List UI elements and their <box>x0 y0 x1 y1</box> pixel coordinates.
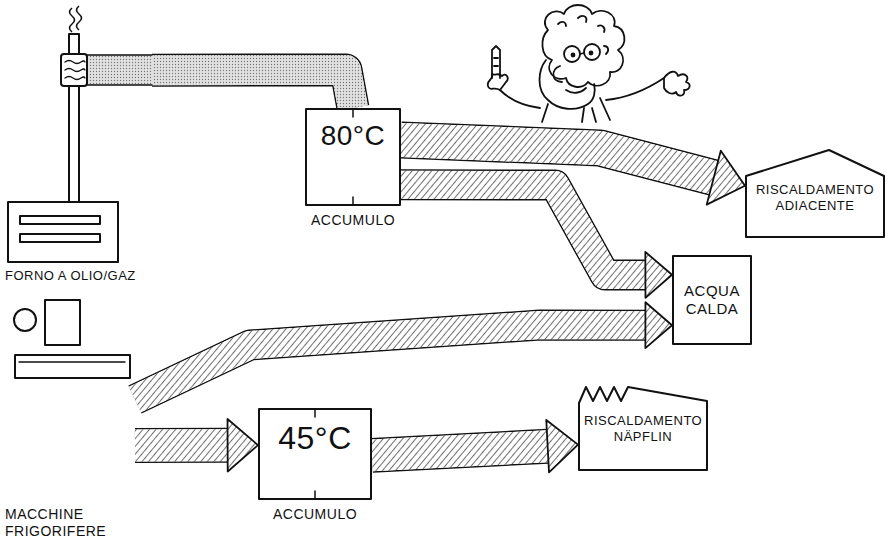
chiller-unit: MACCHINE FRIGORIFERE <box>5 292 135 548</box>
outline-stroke <box>20 234 100 242</box>
outline-stroke <box>15 355 130 378</box>
flow-band <box>372 420 578 472</box>
node-label: 80°C <box>305 108 401 206</box>
outline-stroke <box>259 409 371 499</box>
band-fill <box>372 446 548 455</box>
outline-stroke <box>14 309 36 331</box>
node-label: MACCHINE FRIGORIFERE <box>5 506 110 540</box>
building: RISCALDAMENTO NÄPFLIN <box>578 383 708 471</box>
node-label: ACCUMULO <box>305 212 401 229</box>
storage-tank: 45°C ACCUMULO <box>258 408 372 536</box>
outline-stroke <box>306 109 400 205</box>
band-ground <box>135 429 228 461</box>
outline-stroke <box>65 61 85 80</box>
flow-band <box>135 302 672 399</box>
outline-stroke <box>8 202 118 262</box>
spacer <box>5 292 135 506</box>
heat-exchanger <box>61 54 87 86</box>
band-outline <box>401 185 645 275</box>
node-outline <box>5 28 152 292</box>
furnace-unit: FORNO A OLIO/GAZ <box>5 28 152 292</box>
node-label: RISCALDAMENTO ADIACENTE <box>751 182 879 213</box>
band-ground <box>152 70 353 108</box>
heat-band <box>87 55 152 85</box>
building: RISCALDAMENTO ADIACENTE <box>745 148 885 238</box>
band-outline <box>135 428 228 463</box>
band-fill <box>401 185 645 275</box>
process-box: ACQUA CALDA <box>672 255 752 345</box>
outline-stroke <box>19 361 125 362</box>
node-label: ACCUMULO <box>258 506 372 523</box>
outline-stroke <box>45 300 80 345</box>
flow-band <box>152 70 353 108</box>
node-label: RISCALDAMENTO NÄPFLIN <box>584 413 702 444</box>
node-label: 45°C <box>258 408 372 500</box>
smoke <box>70 6 82 32</box>
outline-stroke <box>579 387 707 470</box>
arrow-head <box>645 302 672 348</box>
flow-band <box>401 185 672 298</box>
band-ground <box>401 185 645 275</box>
cartoon-figure <box>488 5 690 122</box>
band-ground <box>135 325 645 400</box>
flow-band <box>135 419 258 471</box>
arrow-head <box>227 419 258 471</box>
band-ground <box>372 446 548 455</box>
band-outline <box>152 70 353 108</box>
storage-tank: 80°C ACCUMULO <box>305 108 401 236</box>
band-outline <box>372 446 548 455</box>
node-label: ACQUA CALDA <box>678 282 746 318</box>
arrow-head <box>546 420 578 472</box>
spacer <box>5 28 152 268</box>
arrow-head <box>645 252 672 298</box>
outline-stroke <box>673 256 751 344</box>
node-label: FORNO A OLIO/GAZ <box>5 268 152 284</box>
band-fill <box>135 325 645 400</box>
band-outline <box>135 325 645 400</box>
outline-stroke <box>20 216 100 224</box>
band-fill <box>152 70 353 108</box>
outline-stroke <box>746 150 884 237</box>
band-fill <box>135 429 228 461</box>
arrow-head <box>707 151 745 205</box>
outline-stroke <box>87 55 152 85</box>
